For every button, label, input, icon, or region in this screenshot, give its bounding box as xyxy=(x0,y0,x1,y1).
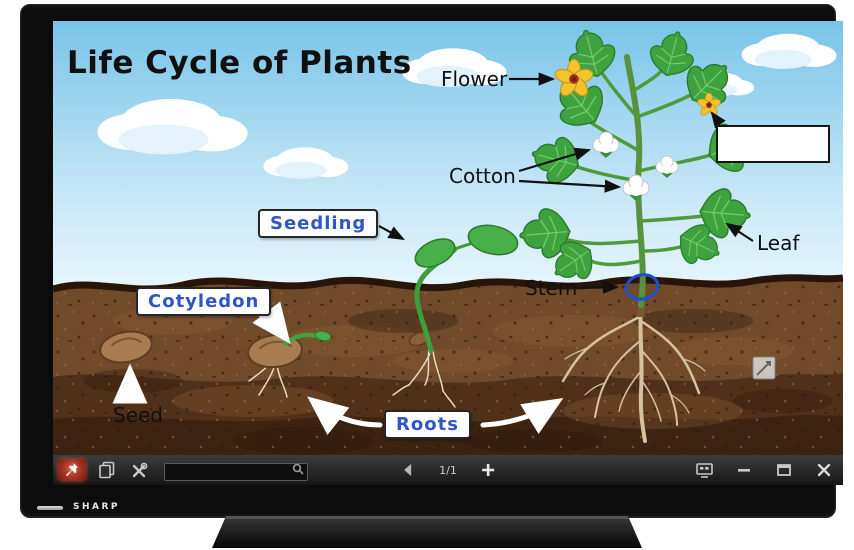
pin-tool-button[interactable] xyxy=(58,459,86,481)
minimize-button[interactable] xyxy=(733,458,755,482)
previous-page-icon xyxy=(404,464,412,476)
seed-stage xyxy=(99,330,153,364)
add-page-button[interactable] xyxy=(477,458,499,482)
duplicate-icon xyxy=(99,461,115,479)
plus-icon xyxy=(481,464,494,476)
label-arrows-black xyxy=(378,72,754,294)
seed-label: Seed xyxy=(113,403,163,427)
roots-answer-box[interactable]: Roots xyxy=(384,410,471,439)
monitor-bezel: Life Cycle of Plants Flower Cotton Stem … xyxy=(20,4,843,518)
diagram-title: Life Cycle of Plants xyxy=(67,45,412,81)
flower-label: Flower xyxy=(441,67,508,91)
leaf-label: Leaf xyxy=(757,231,800,255)
soil xyxy=(53,274,843,455)
search-input[interactable] xyxy=(164,462,308,481)
whiteboard-screen: Life Cycle of Plants Flower Cotton Stem … xyxy=(53,21,843,455)
annotation-watermark-icon xyxy=(752,356,776,380)
cotyledon-answer-box[interactable]: Cotyledon xyxy=(136,287,272,316)
close-button[interactable] xyxy=(813,458,835,482)
pushpin-icon xyxy=(66,463,78,477)
page-indicator: 1/1 xyxy=(439,463,457,477)
power-indicator xyxy=(37,506,63,510)
display-connect-button[interactable] xyxy=(693,458,715,482)
seedling-plant xyxy=(392,224,519,408)
stem-label: Stem xyxy=(525,276,578,300)
label-arrows-white xyxy=(112,301,564,435)
duplicate-page-button[interactable] xyxy=(96,458,118,482)
brand-logo: SHARP xyxy=(73,502,121,512)
monitor-stand xyxy=(212,516,642,548)
whiteboard-toolbar: 1/1 xyxy=(53,455,843,485)
search-box xyxy=(164,460,308,481)
seedling-answer-box[interactable]: Seedling xyxy=(258,209,379,238)
window-icon xyxy=(777,464,791,476)
minimize-icon xyxy=(738,469,750,472)
window-mode-button[interactable] xyxy=(773,458,795,482)
plant-diagram-artwork xyxy=(53,21,843,455)
tools-button[interactable] xyxy=(128,458,150,482)
display-connect-icon xyxy=(695,463,713,478)
blank-answer-box[interactable] xyxy=(716,125,830,163)
close-icon xyxy=(817,463,831,477)
previous-page-button[interactable] xyxy=(397,458,419,482)
cotton-label: Cotton xyxy=(449,164,516,188)
tools-icon xyxy=(132,462,148,478)
stem-circle-annotation xyxy=(624,273,660,301)
mature-plant xyxy=(517,23,766,443)
search-icon xyxy=(292,463,304,475)
